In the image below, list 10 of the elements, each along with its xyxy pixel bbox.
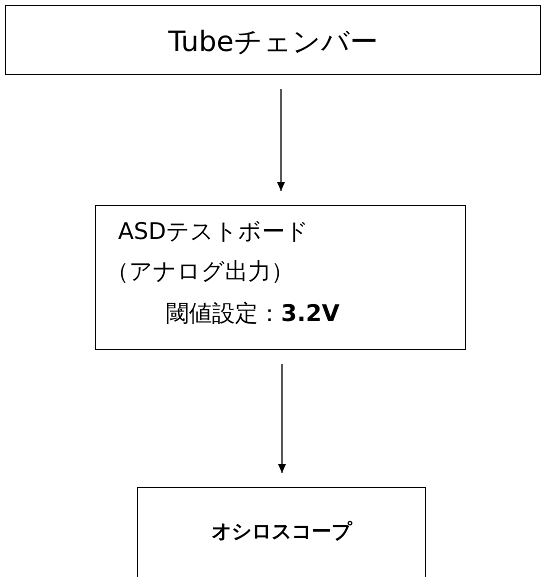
box-label: 閾値設定：3.2V — [166, 300, 340, 329]
oscilloscope-box — [137, 487, 426, 577]
box-label: オシロスコープ — [210, 518, 354, 545]
arrow — [278, 364, 286, 473]
chamber-box — [5, 5, 541, 75]
box-label: （アナログ出力） — [106, 258, 294, 287]
box-label: Tubeチェンバー — [167, 24, 379, 60]
arrow — [277, 89, 285, 191]
test-board-box — [95, 205, 466, 350]
box-label: ASDテストボード — [118, 218, 310, 247]
